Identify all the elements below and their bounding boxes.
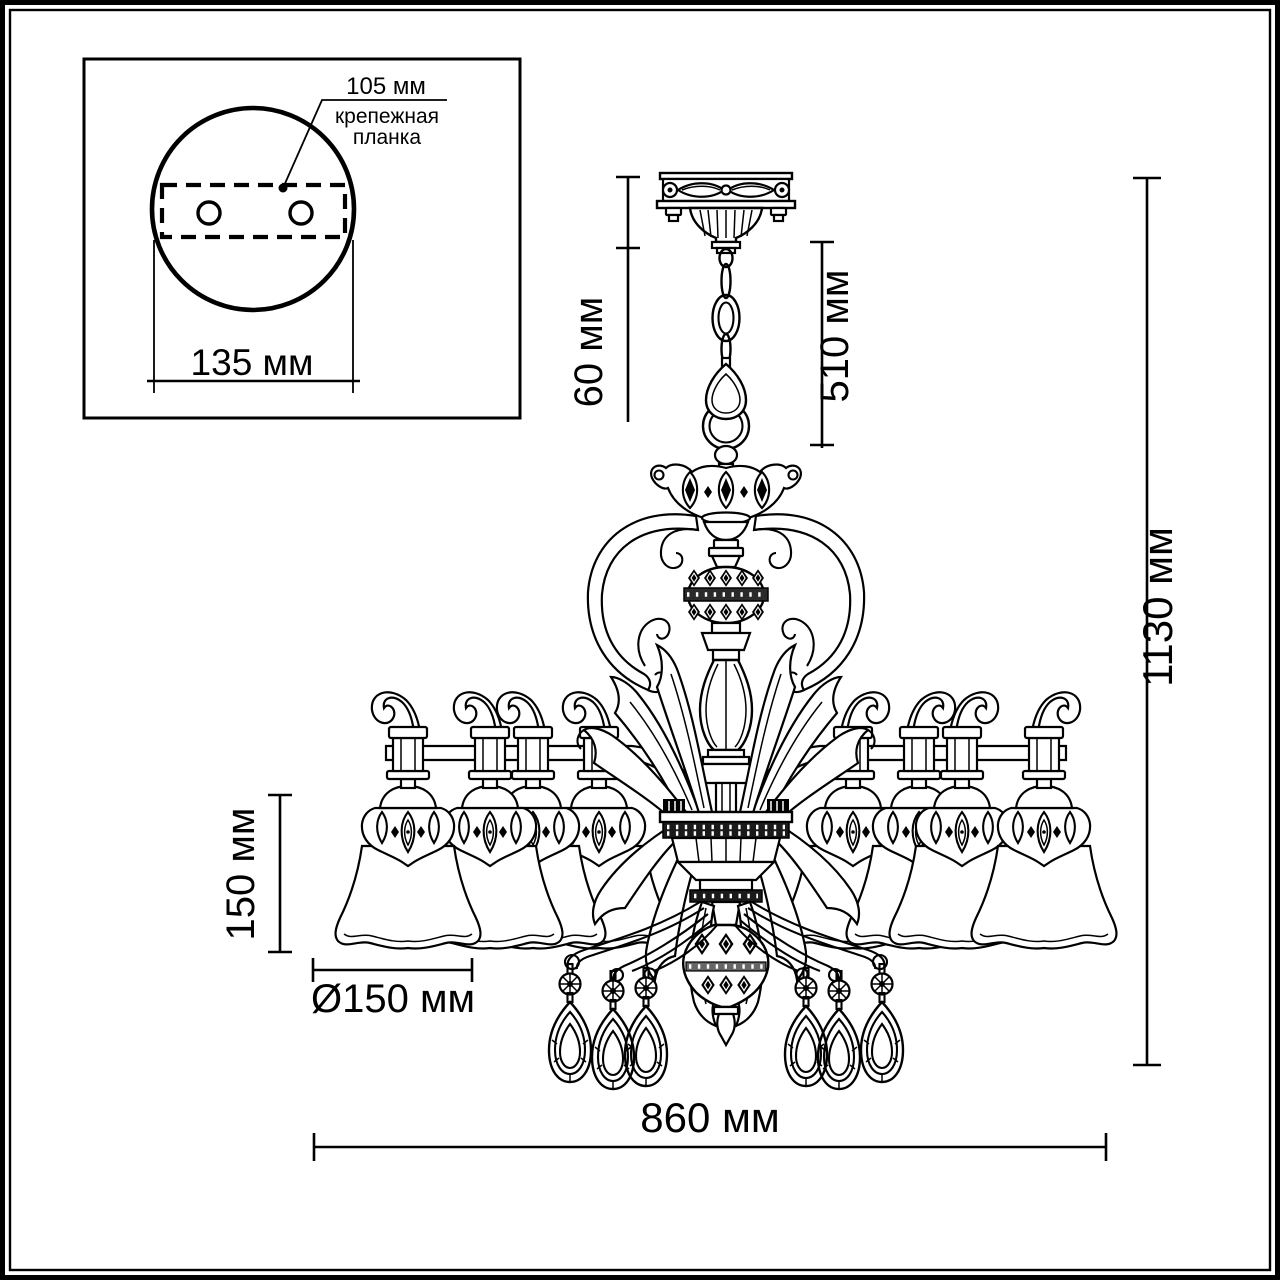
bracket-name-line1: крепежная xyxy=(335,105,439,128)
bottom-finial xyxy=(682,923,770,1048)
total-height-label: 1130 мм xyxy=(1134,527,1181,687)
dimension-shade-height: 150 мм xyxy=(219,793,292,954)
bracket-offset-label: 105 мм xyxy=(346,73,426,100)
lattice-sphere xyxy=(683,565,769,652)
dimension-total-height: 1130 мм xyxy=(1133,176,1181,1067)
dimension-shade-diameter: Ø150 мм xyxy=(311,958,475,1021)
total-width-label: 860 мм xyxy=(640,1094,780,1141)
dimension-chain-drop: 510 мм xyxy=(810,240,857,448)
dimension-total-width: 860 мм xyxy=(312,1094,1108,1161)
chain-drop-label: 510 мм xyxy=(813,270,857,403)
canopy-height-label: 60 мм xyxy=(567,297,611,408)
chandelier-drawing xyxy=(334,171,1118,1089)
plate-width-label: 135 мм xyxy=(191,342,314,383)
chain xyxy=(711,247,741,366)
mounting-plate-inset: 105 мм крепежная планка 135 мм xyxy=(82,57,522,420)
hook-and-ring xyxy=(701,356,751,471)
screw-hole-right xyxy=(288,200,314,226)
screw-hole-left xyxy=(196,200,222,226)
shade-diameter-label: Ø150 мм xyxy=(311,977,475,1021)
bracket-name-line2: планка xyxy=(353,126,422,149)
crown-cup xyxy=(650,463,802,569)
ceiling-cup-circle xyxy=(149,105,357,313)
ceiling-canopy xyxy=(655,171,797,255)
bracket-leader-line xyxy=(278,99,447,193)
shade-height-label: 150 мм xyxy=(219,808,263,941)
arm-hub xyxy=(658,810,794,927)
crown-ornaments xyxy=(681,470,771,510)
dimension-canopy-height: 60 мм xyxy=(567,175,640,422)
plate-width-dimension: 135 мм xyxy=(147,240,360,393)
bracket-dashed-outline xyxy=(159,182,348,240)
